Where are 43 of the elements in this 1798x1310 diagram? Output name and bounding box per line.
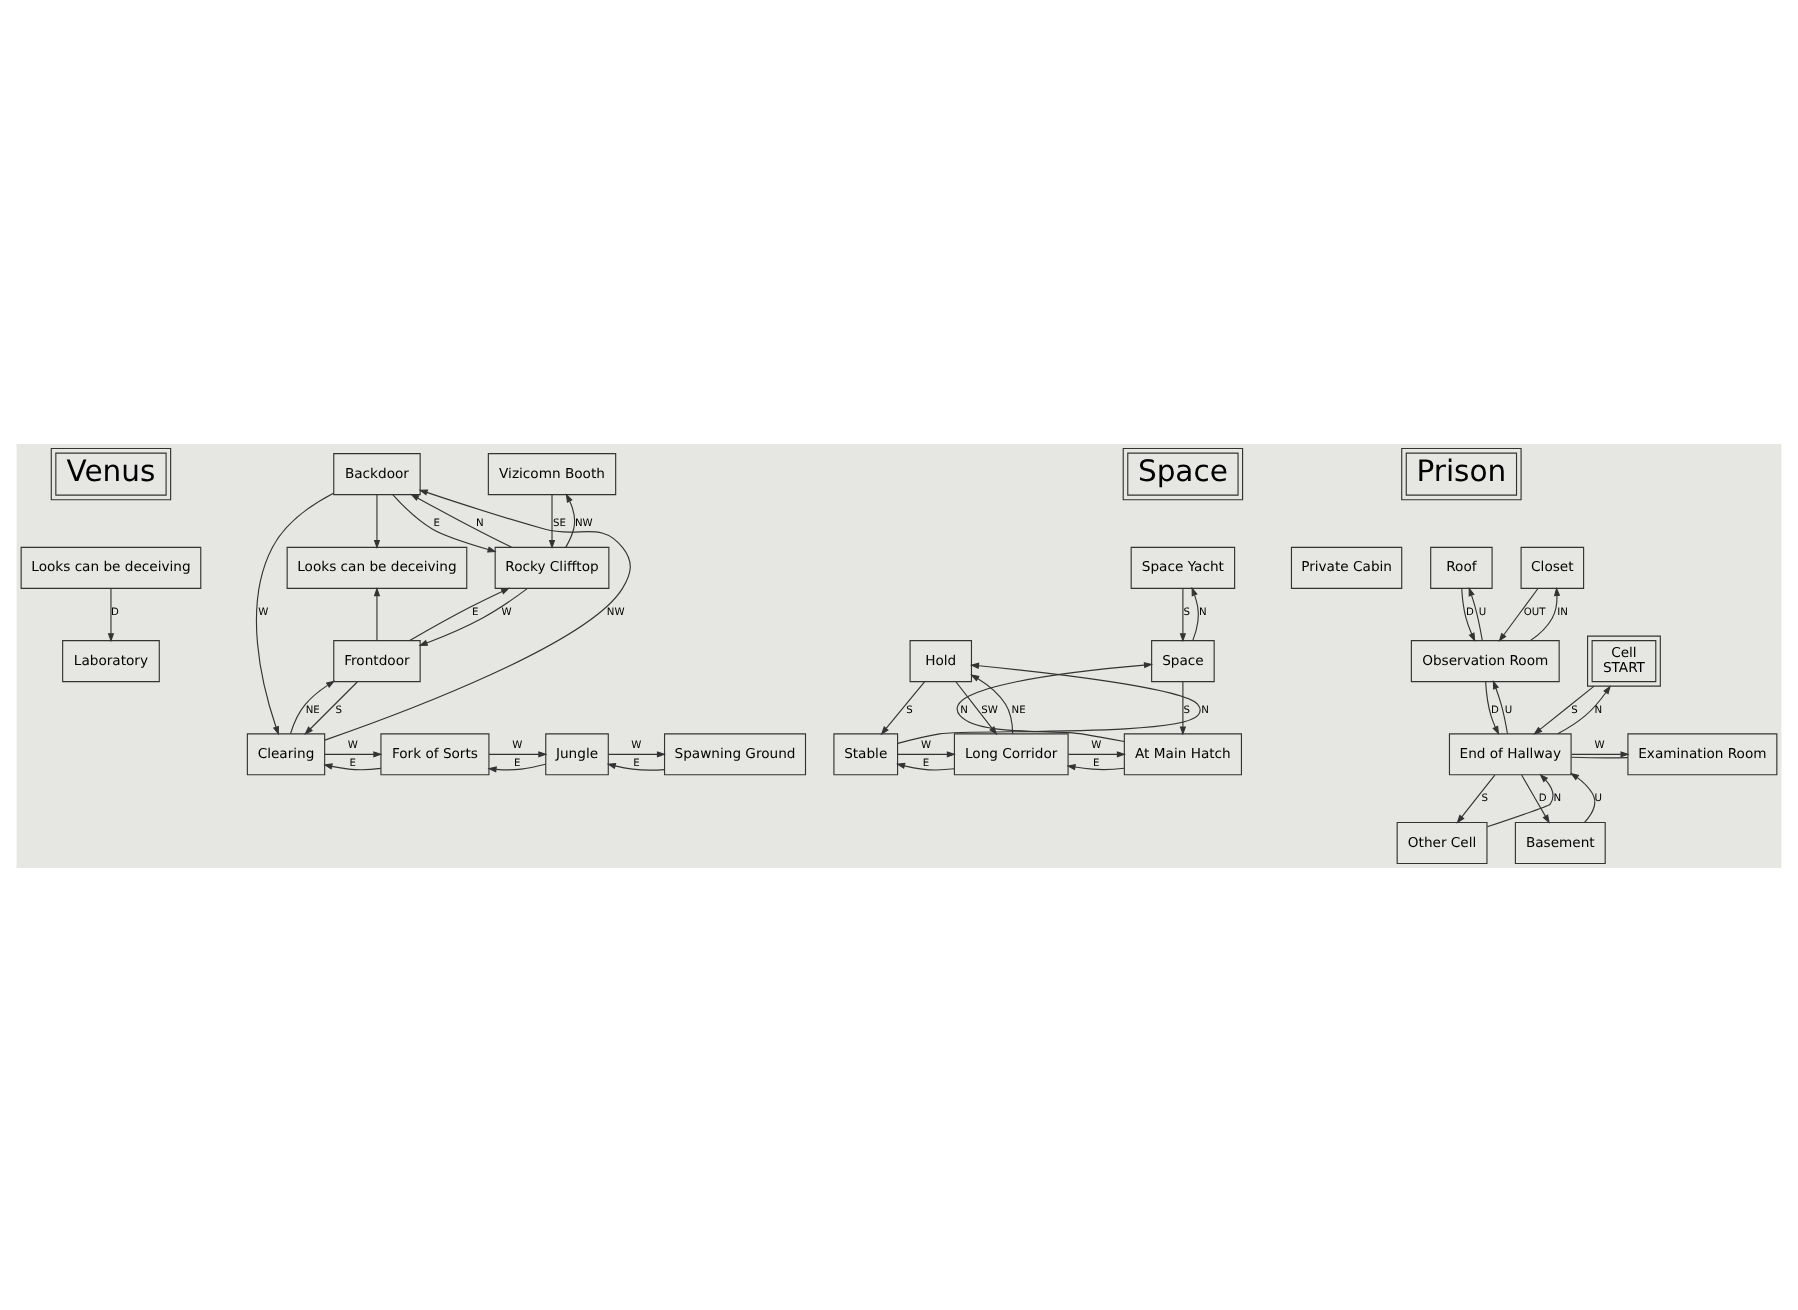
- arrow: [255, 491, 334, 735]
- arrow: [373, 586, 381, 641]
- arrow: [1557, 684, 1611, 734]
- arrow: [1533, 684, 1595, 734]
- arrow: [956, 660, 1154, 742]
- arrow: [392, 493, 497, 552]
- arrow: [409, 586, 511, 641]
- arrow: [1468, 586, 1483, 641]
- arrow: [323, 762, 382, 770]
- arrow: [1571, 750, 1630, 757]
- arrow: [1529, 585, 1561, 641]
- arrow: [1179, 587, 1187, 642]
- arrow: [1486, 772, 1554, 827]
- arrow: [1067, 750, 1126, 757]
- arrow: [608, 750, 667, 757]
- arrow: [418, 586, 529, 645]
- arrow: [324, 750, 383, 757]
- arrow: [410, 492, 513, 547]
- arrow: [1521, 773, 1550, 823]
- arrow: [107, 587, 115, 642]
- arrow: [897, 661, 1201, 743]
- arrow: [304, 680, 358, 735]
- arrow: [1191, 585, 1199, 640]
- arrow: [1461, 587, 1476, 641]
- arrow: [324, 488, 631, 740]
- arrow: [488, 750, 548, 757]
- arrow: [895, 761, 955, 770]
- arrow: [1570, 771, 1596, 822]
- arrow: [1492, 679, 1508, 734]
- arrow: [548, 493, 556, 549]
- arrow: [1498, 587, 1539, 641]
- arrow: [1066, 762, 1125, 770]
- arrow: [1456, 773, 1496, 823]
- arrow: [565, 492, 576, 547]
- arrow: [880, 680, 926, 735]
- arrow: [1485, 680, 1500, 735]
- arrow: [606, 761, 665, 770]
- connector: [1570, 755, 1629, 758]
- arrow: [897, 750, 956, 757]
- arrow: [373, 493, 381, 549]
- arrow: [290, 679, 336, 734]
- arrow: [487, 762, 547, 772]
- arrow: [1179, 680, 1187, 735]
